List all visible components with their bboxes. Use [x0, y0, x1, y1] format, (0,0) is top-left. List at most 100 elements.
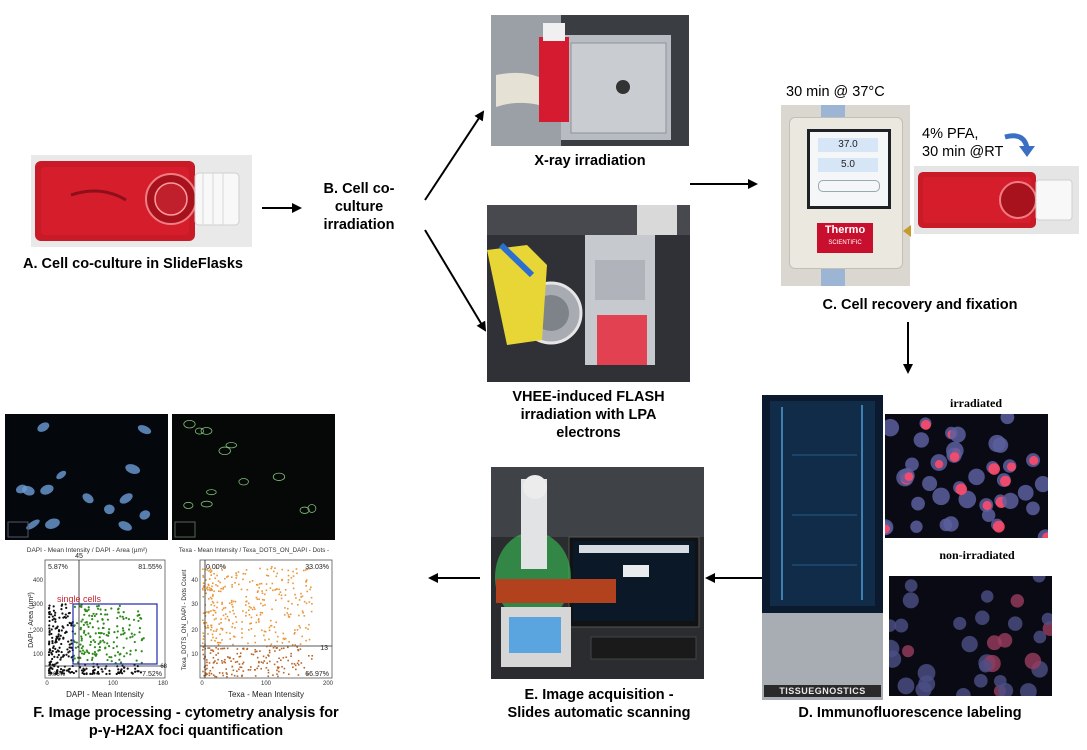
cell-dot: [48, 633, 51, 636]
label-step-f: F. Image processing - cytometry analysis…: [0, 704, 372, 740]
cell-dot: [256, 583, 258, 586]
cell-dot: [300, 592, 302, 595]
detected-nucleus: [218, 446, 231, 456]
cell-dot: [85, 667, 88, 670]
cell-dot: [287, 581, 290, 584]
cell-dot: [261, 590, 263, 592]
cell-dot: [236, 660, 239, 663]
cell-dot: [115, 672, 118, 676]
label-step-b-line1: B. Cell co-: [323, 181, 395, 197]
cell-dot: [299, 648, 302, 650]
cell-dot: [245, 600, 247, 603]
cell-dot: [255, 614, 258, 617]
foci-nucleus: [1042, 532, 1048, 538]
cell-dot: [232, 635, 235, 638]
cell-dot: [272, 570, 275, 573]
cell-dot: [102, 626, 105, 630]
cell-dot: [105, 672, 108, 676]
cell-dot: [112, 646, 115, 650]
cell-dot: [290, 655, 292, 657]
cell-dot: [209, 568, 212, 571]
cell-dot: [79, 626, 82, 629]
cell-dot: [80, 620, 83, 623]
incubator-screen: 37.0 5.0: [807, 129, 891, 209]
cell-dot: [285, 656, 288, 659]
cell-dot: [306, 590, 309, 593]
cell-dot: [265, 656, 268, 659]
label-step-d: D. Immunofluorescence labeling: [798, 705, 1022, 721]
nucleus: [922, 475, 938, 492]
cell-dot: [248, 581, 251, 583]
cell-dot: [254, 675, 257, 677]
cell-dot: [293, 663, 296, 665]
cell-dot: [207, 624, 209, 627]
dapi-nucleus: [45, 518, 60, 529]
left-q-top-right: 81.55%: [138, 564, 162, 571]
cell-dot: [208, 589, 211, 591]
cell-dot: [213, 572, 215, 575]
cell-dot: [221, 601, 223, 604]
cell-dot: [239, 652, 242, 655]
cell-dot: [210, 603, 213, 606]
cell-dot: [277, 675, 279, 678]
cell-dot: [298, 625, 301, 627]
cell-dot: [95, 613, 98, 616]
nucleus: [1026, 501, 1040, 516]
cell-dot: [105, 653, 108, 656]
cell-dot: [287, 569, 290, 572]
slide-scan-overview: TISSUEGNOSTICS: [762, 395, 883, 700]
cell-dot: [48, 672, 52, 675]
cell-dot: [202, 588, 204, 591]
cell-dot: [270, 624, 273, 627]
cell-dot: [282, 671, 285, 674]
cell-dot: [80, 635, 83, 638]
cell-dot: [306, 568, 309, 571]
cell-dot: [236, 670, 238, 672]
cell-dot: [235, 616, 237, 618]
nucleus: [953, 616, 967, 630]
cell-dot: [258, 598, 260, 601]
cell-dot: [232, 609, 234, 612]
cell-dot: [220, 627, 222, 630]
cell-dot: [275, 575, 278, 578]
cell-dot: [52, 646, 55, 649]
cell-dot: [222, 588, 224, 590]
nucleus: [885, 418, 900, 437]
cell-dot: [288, 615, 291, 618]
cell-dot: [91, 618, 94, 621]
cell-dot: [202, 642, 204, 644]
cell-dot: [60, 656, 63, 659]
cell-dot: [96, 620, 99, 623]
cell-dot: [239, 666, 241, 668]
irradiated-microscopy: [885, 414, 1048, 538]
cell-dot: [110, 656, 113, 659]
cell-dot: [287, 646, 289, 649]
cell-dot: [231, 603, 233, 606]
cell-dot: [241, 663, 244, 665]
cell-dot: [206, 667, 208, 670]
cell-dot: [216, 628, 218, 631]
label-xray: X-ray irradiation: [534, 153, 646, 169]
cell-dot: [69, 646, 73, 649]
cell-dot: [297, 663, 300, 666]
cell-dot: [225, 672, 228, 674]
cell-dot: [308, 601, 311, 603]
cell-dot: [256, 650, 258, 653]
cell-dot: [92, 639, 95, 642]
nucleus: [1019, 683, 1037, 696]
cell-dot: [224, 585, 226, 588]
cell-dot: [102, 632, 106, 635]
cell-dot: [221, 608, 224, 611]
cell-dot: [89, 640, 93, 643]
cell-dot: [60, 604, 63, 607]
label-step-b-line2: culture: [334, 199, 384, 215]
cell-dot: [138, 627, 142, 630]
cell-dot: [298, 599, 301, 601]
cell-dot: [207, 633, 209, 635]
cell-dot: [69, 671, 72, 674]
cell-dot: [275, 599, 277, 602]
nucleus: [979, 659, 992, 673]
cell-dot: [267, 671, 270, 674]
dapi-nucleus: [119, 493, 133, 504]
cell-dot: [107, 634, 110, 637]
